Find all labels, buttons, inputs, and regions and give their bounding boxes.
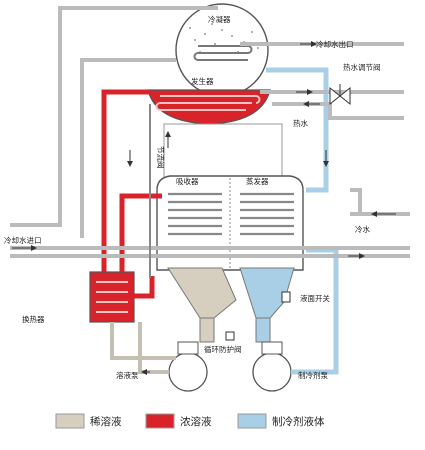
legend-swatch-refrigerant	[237, 413, 267, 429]
label-evaporator: 蒸发器	[246, 176, 269, 186]
label-chilled-water: 冷水	[355, 224, 370, 234]
label-hot-water-control-valve: 热水调节阀	[343, 62, 381, 72]
refrigerant-pump-shape	[252, 341, 292, 392]
flow-arrows	[12, 41, 396, 375]
legend-label-dilute: 稀溶液	[90, 415, 122, 428]
label-cooling-water-inlet: 冷却水进口	[4, 235, 42, 245]
solution-pump-shape	[168, 341, 208, 392]
label-condenser: 冷凝器	[208, 14, 231, 24]
label-throttle-valve: 节流阀	[156, 146, 166, 169]
hot-water-control-valve-shape	[329, 84, 351, 106]
heat-exchanger-shape	[89, 271, 135, 323]
legend-label-concentrated: 浓溶液	[180, 415, 212, 428]
legend-swatch-dilute	[55, 413, 85, 429]
label-solution-pump: 溶液泵	[116, 370, 139, 380]
legend-label-refrigerant: 制冷剂液体	[272, 415, 325, 428]
label-anti-crystallization-valve: 循环防护阀	[204, 344, 242, 354]
label-cooling-water-outlet: 冷却水出口	[316, 39, 354, 49]
label-generator: 发生器	[191, 76, 214, 86]
legend: 稀溶液 浓溶液 制冷剂液体	[55, 413, 325, 429]
label-level-switch: 液面开关	[300, 293, 330, 303]
absorber-evaporator-shell	[156, 175, 304, 343]
level-switch-shape	[281, 291, 291, 303]
concentrated-solution-pipes	[101, 89, 162, 299]
label-heat-exchanger: 换热器	[22, 314, 45, 324]
legend-swatch-concentrated	[145, 413, 175, 429]
label-refrigerant-pump: 制冷剂泵	[298, 370, 328, 380]
generator	[147, 89, 271, 125]
condenser	[175, 3, 269, 97]
label-absorber: 吸收器	[176, 176, 199, 186]
label-hot-water: 热水	[293, 118, 308, 128]
anti-crystallization-valve-shape	[225, 331, 235, 341]
